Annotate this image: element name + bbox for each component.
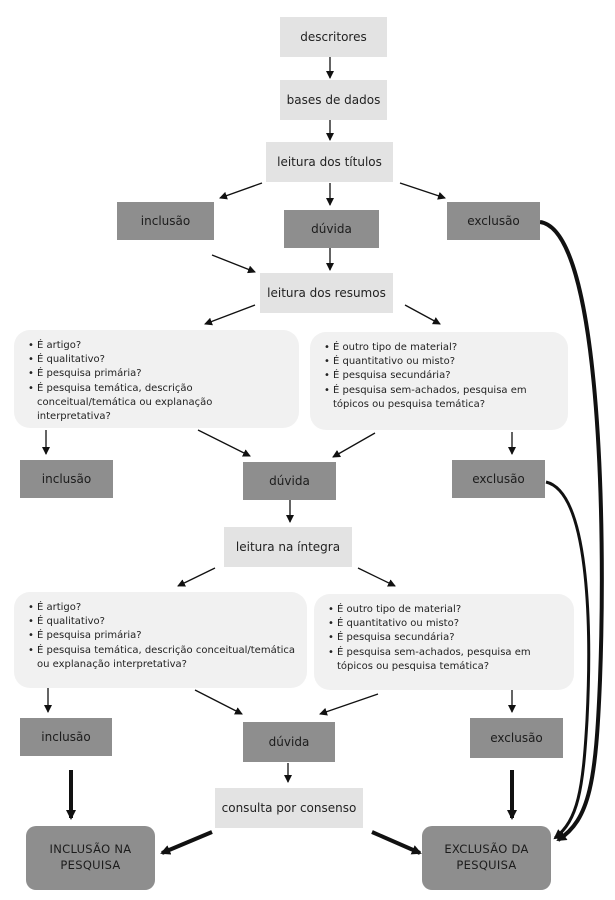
criteria-item: É pesquisa sem-achados, pesquisa em tópi… xyxy=(324,384,558,412)
arrow xyxy=(219,182,263,200)
criteria-item: É artigo? xyxy=(28,339,289,353)
arrow xyxy=(177,567,216,587)
criteria-include-panel-2: É artigo? É qualitativo? É pesquisa prim… xyxy=(14,592,307,688)
heavy-arrow xyxy=(371,830,422,855)
final-exclusion-line-2: PESQUISA xyxy=(456,858,517,872)
criteria-item: É outro tipo de material? xyxy=(324,341,558,355)
node-duvida-1: dúvida xyxy=(284,210,379,248)
criteria-item: É qualitativo? xyxy=(28,353,289,367)
node-consulta-por-consenso: consulta por consenso xyxy=(215,788,363,828)
criteria-item: É pesquisa secundária? xyxy=(328,631,564,645)
node-duvida-2: dúvida xyxy=(243,462,336,500)
criteria-item: É quantitativo ou misto? xyxy=(324,355,558,369)
criteria-exclude-panel-2: É outro tipo de material? É quantitativo… xyxy=(314,594,574,690)
arrow xyxy=(194,689,243,715)
arrow xyxy=(197,429,251,457)
heavy-arrow xyxy=(160,830,213,855)
node-bases-de-dados: bases de dados xyxy=(280,80,387,120)
node-leitura-dos-titulos: leitura dos títulos xyxy=(266,142,393,182)
node-inclusao-2: inclusão xyxy=(20,460,113,498)
node-leitura-na-integra: leitura na íntegra xyxy=(224,527,352,567)
criteria-item: É pesquisa secundária? xyxy=(324,369,558,383)
criteria-item: É pesquisa temática, descrição conceitua… xyxy=(28,382,289,425)
arrow xyxy=(357,567,396,587)
node-exclusao-2: exclusão xyxy=(452,460,545,498)
final-inclusion-line-1: INCLUSÃO NA xyxy=(49,842,132,857)
criteria-item: É qualitativo? xyxy=(28,615,297,629)
node-exclusao-3: exclusão xyxy=(470,718,563,758)
arrow xyxy=(319,693,379,716)
arrow xyxy=(399,182,446,200)
node-inclusao-1: inclusão xyxy=(117,202,214,240)
node-inclusao-3: inclusão xyxy=(20,718,112,756)
criteria-item: É pesquisa primária? xyxy=(28,367,289,381)
curved-arrow xyxy=(545,480,591,840)
final-exclusion-line-1: EXCLUSÃO DA xyxy=(444,842,529,857)
curved-arrow xyxy=(539,220,604,842)
arrow xyxy=(404,304,441,325)
node-leitura-dos-resumos: leitura dos resumos xyxy=(260,273,393,313)
criteria-exclude-panel-1: É outro tipo de material? É quantitativo… xyxy=(310,332,568,430)
criteria-item: É outro tipo de material? xyxy=(328,603,564,617)
node-exclusao-da-pesquisa: EXCLUSÃO DA PESQUISA xyxy=(422,826,551,890)
node-duvida-3: dúvida xyxy=(243,722,335,762)
criteria-include-panel-1: É artigo? É qualitativo? É pesquisa prim… xyxy=(14,330,299,428)
arrow xyxy=(204,304,256,326)
final-inclusion-line-2: PESQUISA xyxy=(60,858,121,872)
arrow xyxy=(332,432,376,458)
criteria-item: É quantitativo ou misto? xyxy=(328,617,564,631)
node-descritores: descritores xyxy=(280,17,387,57)
arrow xyxy=(211,254,256,274)
node-exclusao-1: exclusão xyxy=(447,202,540,240)
criteria-item: É pesquisa temática, descrição conceitua… xyxy=(28,644,297,672)
criteria-item: É pesquisa primária? xyxy=(28,629,297,643)
criteria-item: É pesquisa sem-achados, pesquisa em tópi… xyxy=(328,646,564,674)
node-inclusao-na-pesquisa: INCLUSÃO NA PESQUISA xyxy=(26,826,155,890)
criteria-item: É artigo? xyxy=(28,601,297,615)
